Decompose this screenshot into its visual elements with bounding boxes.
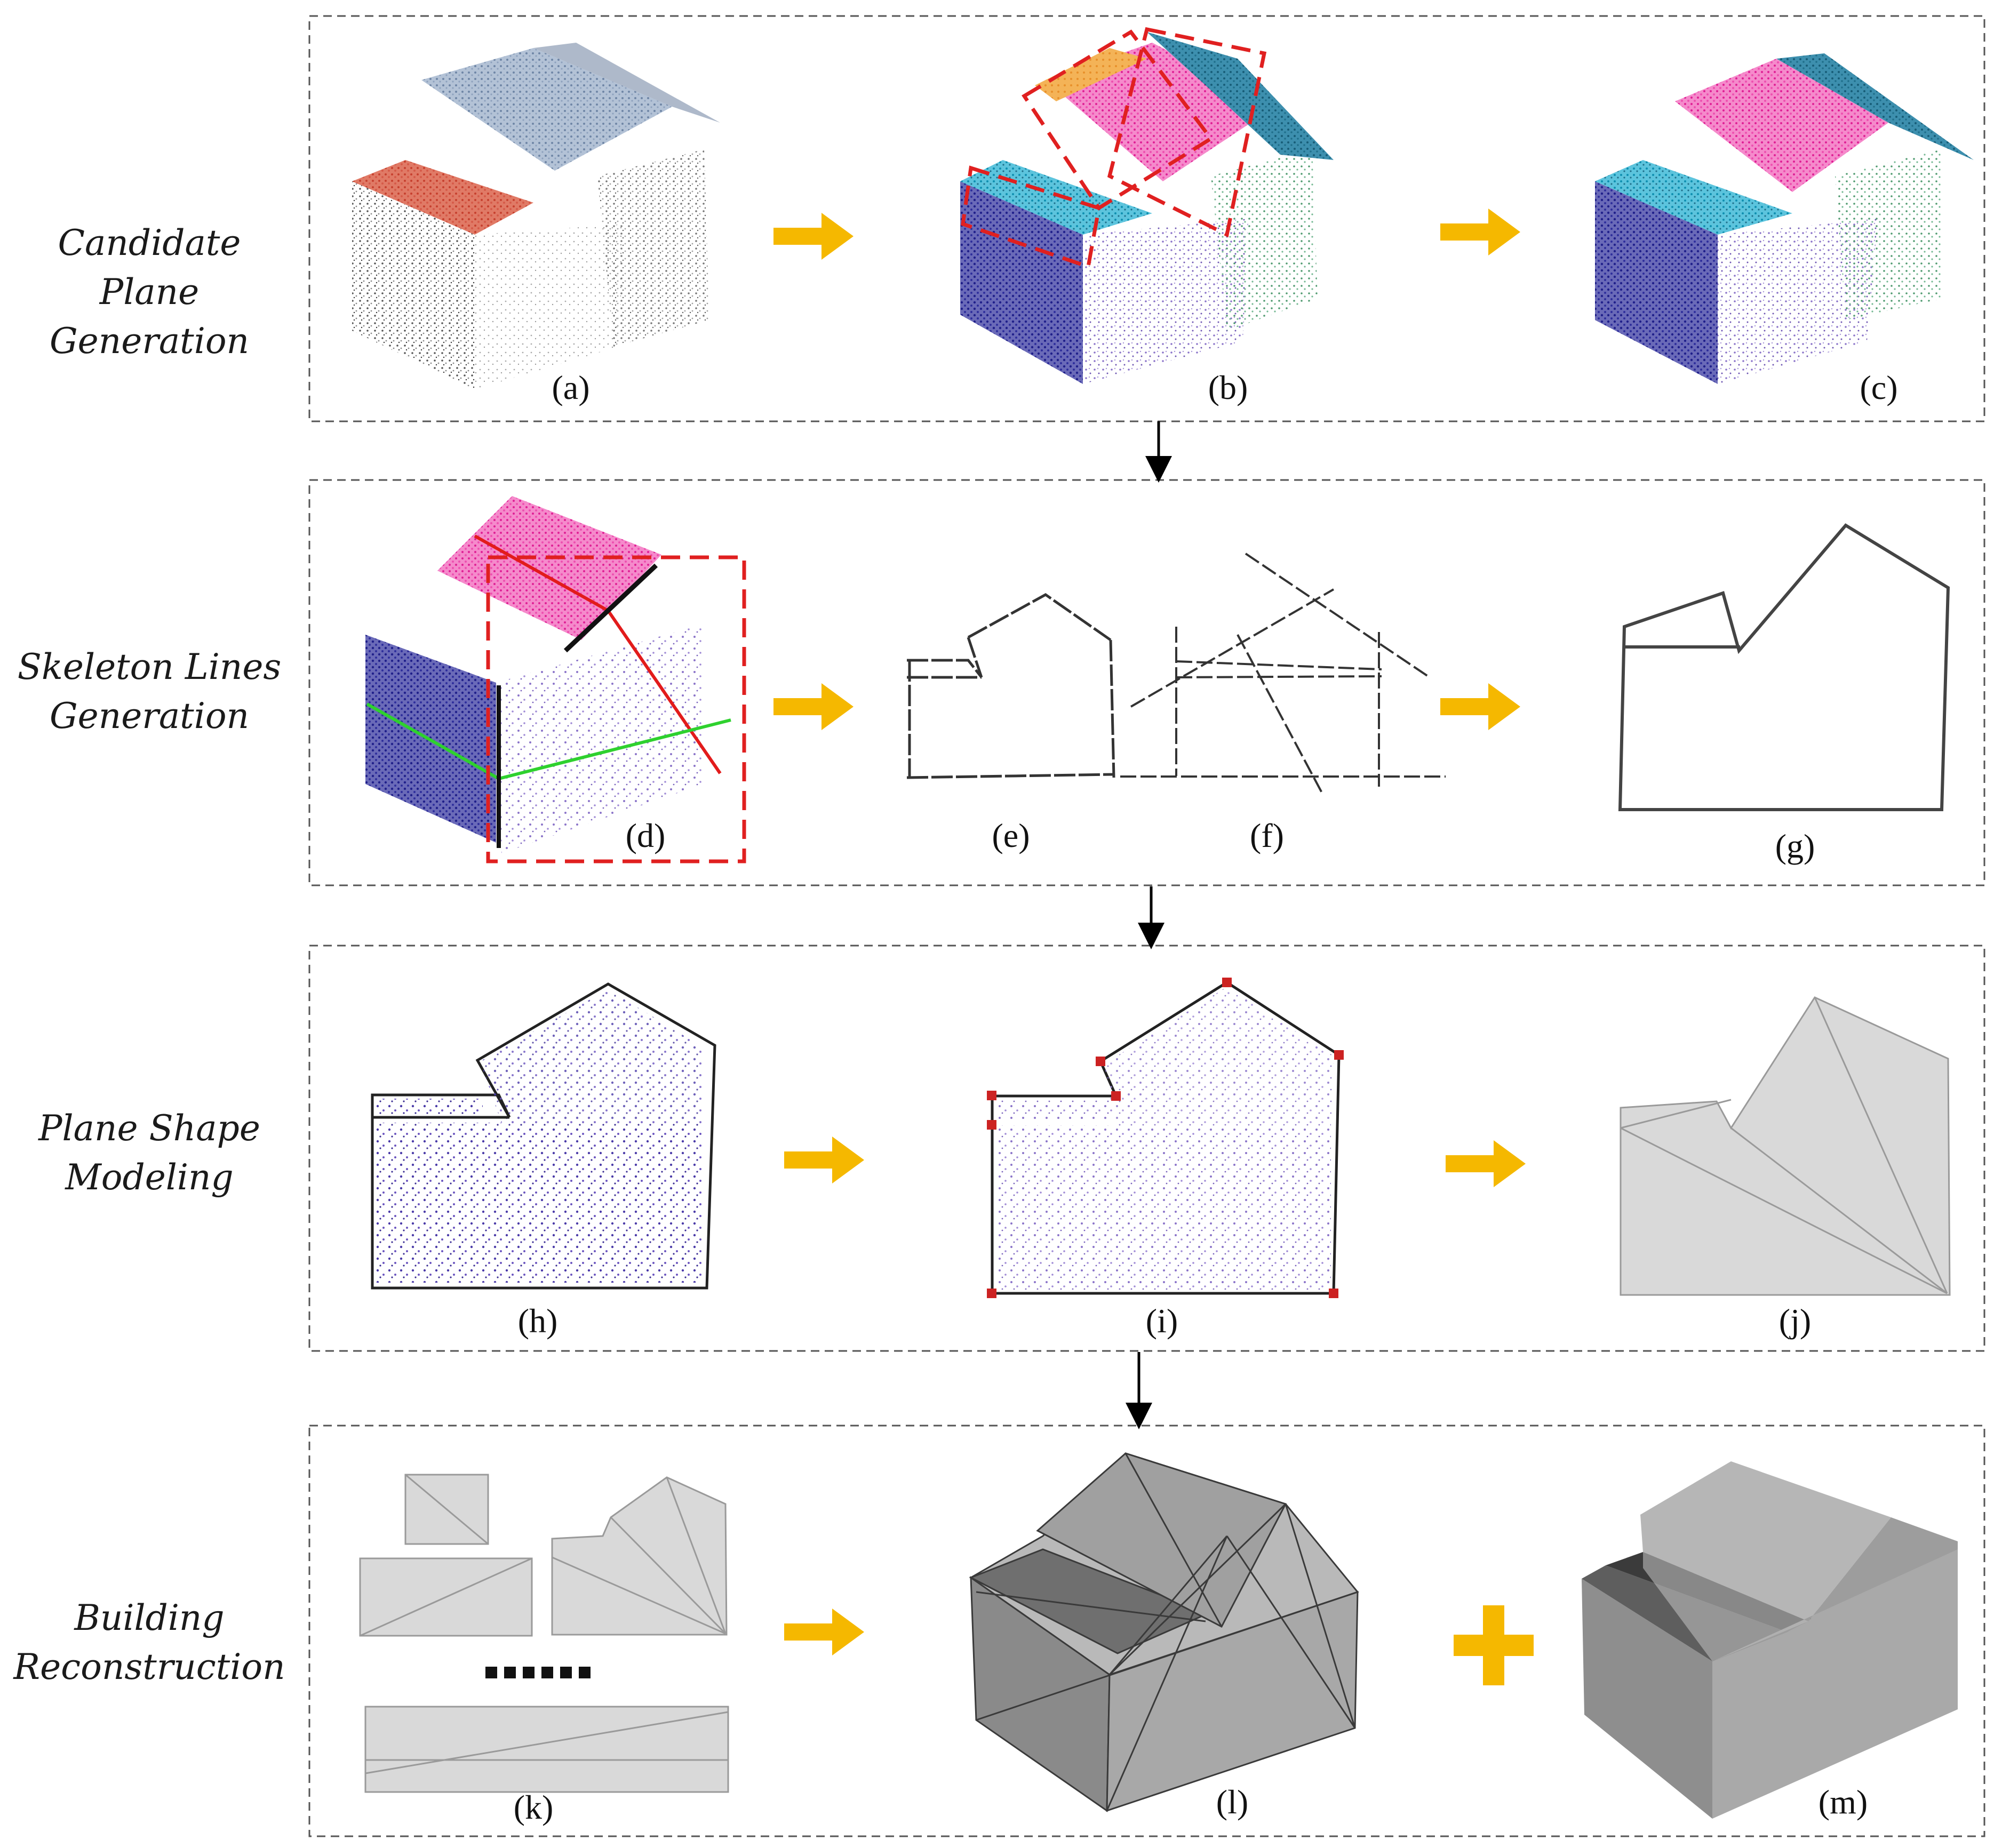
section-label-skeleton: Skeleton Lines Generation [5, 643, 293, 741]
section-label-candidate: Candidate Plane Generation [5, 219, 293, 366]
subfig-a-pointcloud [352, 43, 720, 389]
right-arrow-icon [1440, 683, 1520, 730]
subfig-label-e: (e) [992, 817, 1030, 854]
subfig-g-outline [1618, 523, 1950, 811]
right-arrow-icon [1446, 1140, 1526, 1187]
section-label-line: Generation [49, 321, 250, 362]
right-arrow-icon [784, 1137, 864, 1183]
section-label-line: Plane Shape [38, 1108, 260, 1149]
subfig-label-i: (i) [1145, 1302, 1178, 1340]
section-label-line: Modeling [65, 1157, 234, 1198]
right-arrow-icon [784, 1609, 864, 1655]
subfig-label-m: (m) [1818, 1783, 1868, 1821]
panel-candidate [308, 15, 1985, 422]
right-arrow-icon [773, 213, 854, 260]
subfig-l-mesh-model [969, 1452, 1359, 1812]
subfig-e-skeleton-lines [906, 593, 1115, 779]
subfig-label-f: (f) [1250, 817, 1284, 854]
subfig-label-g: (g) [1775, 827, 1815, 865]
section-label-reconstruction: Building Reconstruction [5, 1594, 293, 1692]
ellipsis-icon [485, 1667, 591, 1678]
subfig-m-solid-model [1582, 1461, 1958, 1819]
plus-icon [1454, 1605, 1534, 1685]
right-arrow-icon [1440, 209, 1520, 255]
subfig-h-shape-points [371, 982, 716, 1290]
subfig-label-b: (b) [1208, 369, 1248, 406]
subfig-c-refined-planes [1595, 53, 1974, 384]
subfig-label-k: (k) [513, 1788, 554, 1826]
subfig-label-d: (d) [625, 817, 666, 854]
subfig-b-candidate-planes [960, 27, 1334, 384]
subfig-label-h: (h) [517, 1302, 558, 1340]
subfig-k-plane-set [359, 1474, 729, 1793]
section-label-shape: Plane Shape Modeling [5, 1104, 293, 1202]
right-arrow-icon [773, 683, 854, 730]
subfig-d-skeleton-planes [365, 496, 746, 863]
subfig-f-line-set [1120, 553, 1446, 795]
subfig-label-l: (l) [1216, 1783, 1249, 1821]
subfig-label-c: (c) [1860, 369, 1898, 406]
subfig-j-triangulation [1620, 996, 1951, 1296]
subfig-i-shape-vertices [987, 978, 1344, 1298]
subfig-label-j: (j) [1778, 1302, 1812, 1340]
section-label-line: Skeleton Lines [17, 646, 282, 687]
subfig-label-a: (a) [552, 369, 590, 406]
section-label-line: Candidate Plane [58, 222, 241, 313]
section-label-line: Building [74, 1597, 225, 1638]
section-label-line: Generation [49, 695, 250, 737]
section-label-line: Reconstruction [13, 1646, 285, 1687]
